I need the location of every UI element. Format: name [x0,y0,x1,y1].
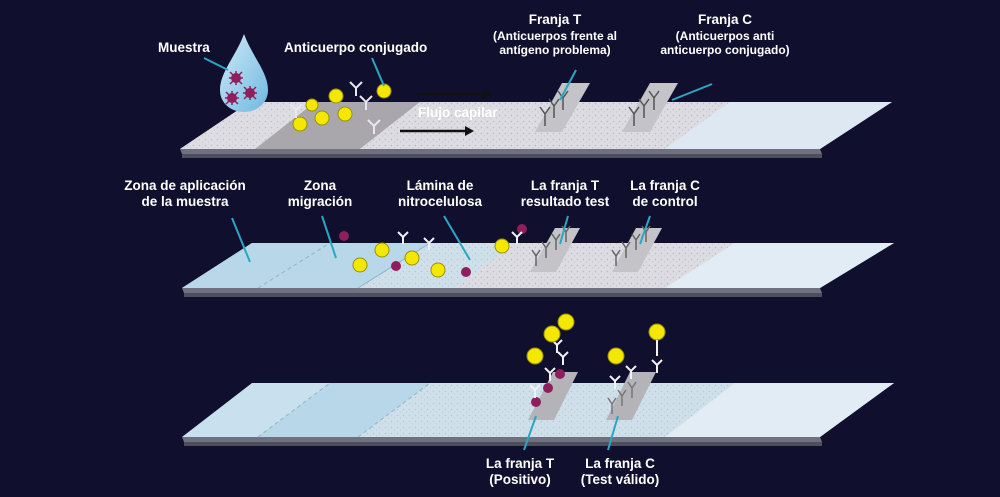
capillary-flow-label: Flujo capilar [418,105,498,120]
t-line-strip-2 [530,228,580,272]
valid-c-line-complexes [607,323,666,389]
sample-droplet [220,34,268,112]
c-line-strip-3 [606,372,656,420]
leader-lines-strip-3 [523,415,619,451]
c-line-label-strip-1: Franja C [697,12,752,27]
t-line-label-strip-2: La franja T resultado test [520,178,610,209]
positive-t-line-complexes [526,313,575,407]
migration-zone-label: Zona migración [287,178,353,209]
antibodies-c-strip-1 [628,90,660,126]
migrating-complexes [339,224,527,278]
leader-lines-strip-2 [231,215,651,263]
c-line-label-strip-2: La franja C de control [630,178,700,209]
sample-label: Muestra [158,40,210,55]
c-line-description: (Anticuerpos anti anticuerpo conjugado) [660,29,790,57]
strip-2 [182,215,894,297]
t-line-strip-3 [528,372,578,420]
antibodies-strip-2 [531,225,651,266]
absorbent-pad [665,102,892,149]
t-line-description: (Anticuerpos frente al antígeno problema… [492,29,618,57]
t-line-label-strip-3: La franja T (Positivo) [485,456,555,487]
antibodies-t-strip-1 [539,90,569,126]
application-zone-strip-2 [182,243,330,288]
flow-arrows [400,89,492,136]
strip-3 [182,313,894,451]
application-zone-label: Zona de aplicación de la muestra [124,178,246,209]
c-line-strip-2 [612,228,662,272]
nitrocellulose-label: Lámina de nitrocelulosa [397,178,483,209]
conjugated-antibody-label: Anticuerpo conjugado [284,40,428,55]
strip-1 [180,34,892,158]
t-line-label-strip-1: Franja T [528,12,582,27]
c-line-label-strip-3: La franja C (Test válido) [580,456,660,487]
conjugate-pad [255,102,420,149]
leader-lines-strip-1 [203,57,713,101]
c-line-strip-1 [622,83,678,132]
